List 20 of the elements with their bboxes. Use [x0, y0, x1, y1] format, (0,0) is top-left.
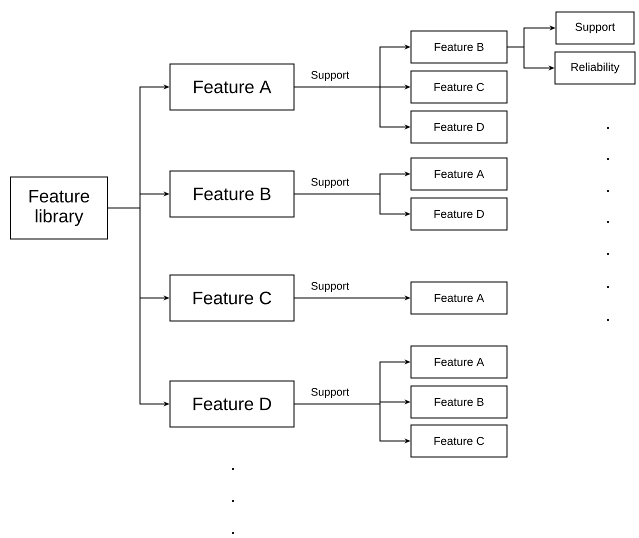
- root-box: Feature library: [10, 176, 108, 240]
- sub-feature-box: Feature C: [410, 70, 508, 104]
- sub-feature-box: Support: [556, 12, 634, 44]
- edge-label: Support: [310, 177, 350, 189]
- feature-box: Feature D: [170, 380, 294, 428]
- sub-feature-box: Feature B: [410, 30, 508, 64]
- sub-feature-box: Feature A: [410, 282, 508, 314]
- feature-box: Feature A: [170, 64, 294, 110]
- sub-feature-box: Feature A: [410, 158, 508, 190]
- sub-feature-box: Feature A: [410, 346, 508, 378]
- sub-feature-box: Feature B: [410, 386, 508, 418]
- feature-box: Feature B: [170, 170, 294, 218]
- sub-feature-box: Reliability: [554, 52, 636, 84]
- edge-label: Support: [310, 70, 350, 82]
- edge-label: Support: [310, 281, 350, 293]
- edge-label: Support: [310, 387, 350, 399]
- feature-box: Feature C: [170, 274, 294, 322]
- sub-feature-box: Feature C: [410, 424, 508, 458]
- sub-feature-box: Feature D: [410, 110, 508, 144]
- sub-feature-box: Feature D: [410, 198, 508, 230]
